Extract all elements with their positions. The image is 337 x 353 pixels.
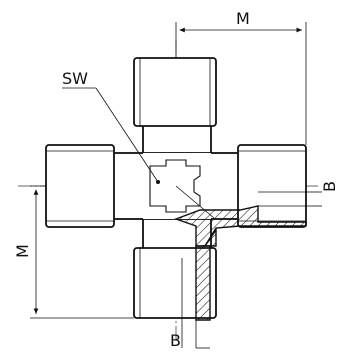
- b-bottom-label: B: [170, 331, 181, 350]
- central-body: [111, 123, 241, 251]
- internal-bore: [149, 159, 215, 219]
- sw-label: SW: [62, 69, 88, 88]
- dimension-b-bottom: [181, 318, 210, 349]
- dimension-b-right: [306, 191, 322, 207]
- m-left-label: M: [13, 244, 32, 258]
- left-port: [45, 144, 115, 228]
- dimension-m-top: [175, 22, 307, 145]
- sw-leader: [62, 87, 160, 184]
- m-top-label: M: [236, 9, 250, 28]
- top-port: [133, 57, 217, 127]
- b-right-label: B: [320, 181, 337, 192]
- dimension-m-left: [30, 185, 134, 319]
- section-bottom: [181, 227, 217, 321]
